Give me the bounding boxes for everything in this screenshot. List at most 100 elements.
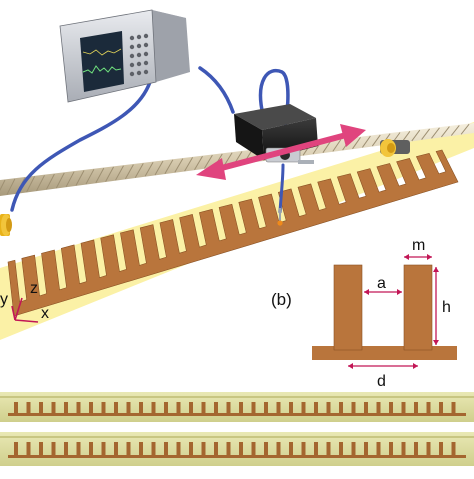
rope-twist bbox=[85, 169, 95, 185]
photo-tooth bbox=[389, 402, 393, 416]
probe-icon bbox=[277, 208, 283, 226]
rope-twist bbox=[223, 152, 233, 167]
photo-tooth bbox=[389, 442, 393, 458]
dim-m-label: m bbox=[412, 237, 425, 254]
photo-tooth bbox=[414, 442, 418, 458]
rope-twist bbox=[124, 164, 134, 180]
rope-twist bbox=[6, 178, 16, 195]
rope-twist bbox=[105, 166, 115, 182]
photo-tooth bbox=[201, 402, 206, 416]
photo-tooth bbox=[351, 402, 356, 416]
photo-tooth bbox=[289, 402, 293, 416]
instrument-knob bbox=[136, 61, 142, 67]
rope-twist bbox=[174, 158, 184, 173]
rope-twist bbox=[144, 161, 154, 177]
photo-tooth bbox=[51, 402, 56, 416]
photo-tooth bbox=[164, 402, 168, 416]
instrument-knob bbox=[143, 42, 149, 48]
photo-tooth bbox=[39, 442, 43, 458]
instrument-knob bbox=[129, 44, 135, 50]
instrument-knob bbox=[143, 60, 149, 66]
instrument-knob bbox=[129, 62, 135, 68]
photo-tooth bbox=[214, 442, 218, 458]
rope-twist bbox=[36, 175, 45, 192]
rope-twist bbox=[361, 135, 371, 148]
metal-grating bbox=[7, 149, 459, 317]
rope-twist bbox=[154, 160, 164, 176]
photo-tooth bbox=[326, 442, 331, 458]
photo-tooth bbox=[14, 442, 18, 458]
instrument-knob bbox=[129, 71, 135, 77]
photo-tooth bbox=[226, 402, 231, 416]
instrument-knob bbox=[136, 34, 142, 40]
double-arrow-icon bbox=[196, 124, 366, 180]
axis-y-label: y bbox=[0, 291, 8, 308]
photo-tooth bbox=[426, 442, 431, 458]
photo-tooth bbox=[376, 402, 381, 416]
photo-tooth bbox=[426, 402, 431, 416]
photo-tooth bbox=[251, 442, 256, 458]
photo-tooth bbox=[314, 402, 318, 416]
instrument-knob bbox=[143, 69, 149, 75]
photo-tooth bbox=[226, 442, 231, 458]
photo-tooth bbox=[151, 402, 156, 416]
photo-tooth bbox=[376, 442, 381, 458]
photo-tooth bbox=[364, 402, 368, 416]
photo-tooth bbox=[301, 402, 306, 416]
photo-tooth bbox=[339, 402, 343, 416]
rope-twist bbox=[184, 157, 194, 172]
photo-tooth bbox=[289, 442, 293, 458]
instrument-knob bbox=[143, 51, 149, 57]
photo-tooth bbox=[201, 442, 206, 458]
photo-tooth bbox=[139, 442, 143, 458]
dim-d-label: d bbox=[377, 373, 386, 390]
photo-tooth bbox=[126, 402, 131, 416]
rope-twist bbox=[332, 139, 342, 152]
photo-tooth bbox=[276, 402, 281, 416]
rope-twist bbox=[55, 172, 65, 189]
sample-photo-bottom bbox=[0, 432, 474, 466]
rope-twist bbox=[371, 134, 381, 147]
rope-twist bbox=[352, 137, 361, 150]
photo-tooth bbox=[364, 442, 368, 458]
rope-twist bbox=[421, 128, 431, 140]
rope-twist bbox=[134, 163, 144, 178]
photo-tooth bbox=[401, 402, 406, 416]
photo-tooth bbox=[239, 442, 243, 458]
rope-twist bbox=[203, 154, 213, 169]
rope-twist bbox=[194, 156, 203, 171]
photo-tooth bbox=[26, 402, 31, 416]
cable-probe bbox=[278, 163, 285, 214]
photo-tooth bbox=[401, 442, 406, 458]
instrument-knob bbox=[143, 33, 149, 39]
photo-tooth bbox=[164, 442, 168, 458]
photo-tooth bbox=[114, 402, 118, 416]
photo-tooth bbox=[76, 402, 81, 416]
photo-base-strip bbox=[8, 413, 466, 416]
photo-tooth bbox=[414, 402, 418, 416]
rope-twist bbox=[26, 176, 36, 193]
rope-twist bbox=[322, 140, 332, 153]
instrument-knob bbox=[136, 70, 142, 76]
photo-tooth bbox=[439, 402, 443, 416]
photo-tooth bbox=[326, 402, 331, 416]
right-clamp-icon bbox=[380, 139, 410, 157]
photo-tooth bbox=[101, 402, 106, 416]
axis-x-label: x bbox=[41, 305, 49, 322]
photo-tooth bbox=[39, 402, 43, 416]
photo-tooth bbox=[339, 442, 343, 458]
photo-tooth bbox=[26, 442, 31, 458]
rope-twist bbox=[75, 170, 85, 186]
rope-twist bbox=[411, 129, 421, 142]
photo-tooth bbox=[214, 402, 218, 416]
rope-twist bbox=[115, 165, 124, 181]
photo-tooth bbox=[239, 402, 243, 416]
rope-twist bbox=[431, 127, 440, 139]
rope-twist bbox=[45, 173, 55, 190]
photo-tooth bbox=[264, 442, 268, 458]
photo-tooth bbox=[14, 402, 18, 416]
photo-tooth bbox=[126, 442, 131, 458]
instrument-knob bbox=[136, 43, 142, 49]
